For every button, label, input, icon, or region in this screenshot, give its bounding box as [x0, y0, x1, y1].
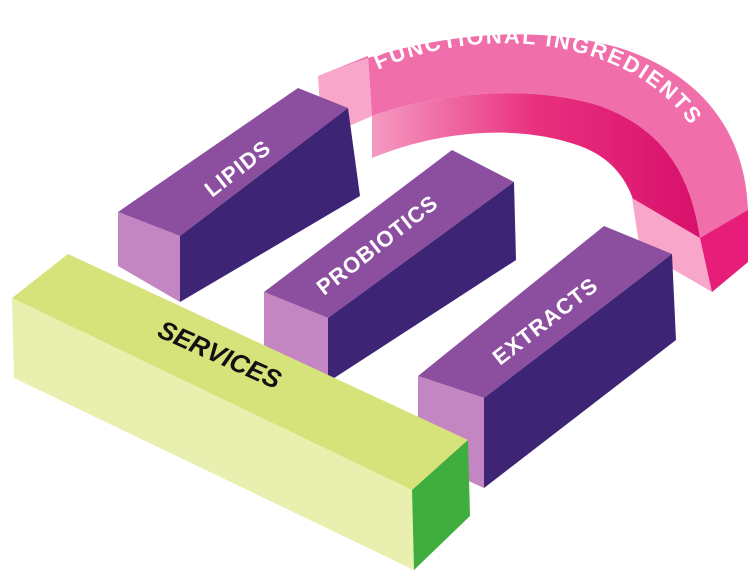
extracts-top: [418, 226, 672, 398]
functional-ingredients-arc: FUNCTIONAL INGREDIENTS: [318, 23, 748, 293]
probiotics-top: [264, 150, 514, 318]
lipids-side: [180, 108, 360, 302]
services-top: [12, 254, 468, 490]
arc-right-end: [632, 198, 712, 292]
services-end: [412, 440, 470, 570]
probiotics-front: [264, 292, 328, 382]
extracts-side: [484, 254, 676, 488]
arc-inner-face: [372, 93, 700, 238]
probiotics-side: [328, 182, 516, 382]
services-front: [12, 298, 414, 570]
arc-right-side: [700, 210, 748, 292]
lipids-front: [118, 212, 180, 302]
arc-top-face: [318, 34, 748, 293]
lipids-top: [118, 88, 348, 236]
services-block: SERVICES: [12, 254, 470, 570]
lipids-block: LIPIDS: [118, 88, 360, 302]
